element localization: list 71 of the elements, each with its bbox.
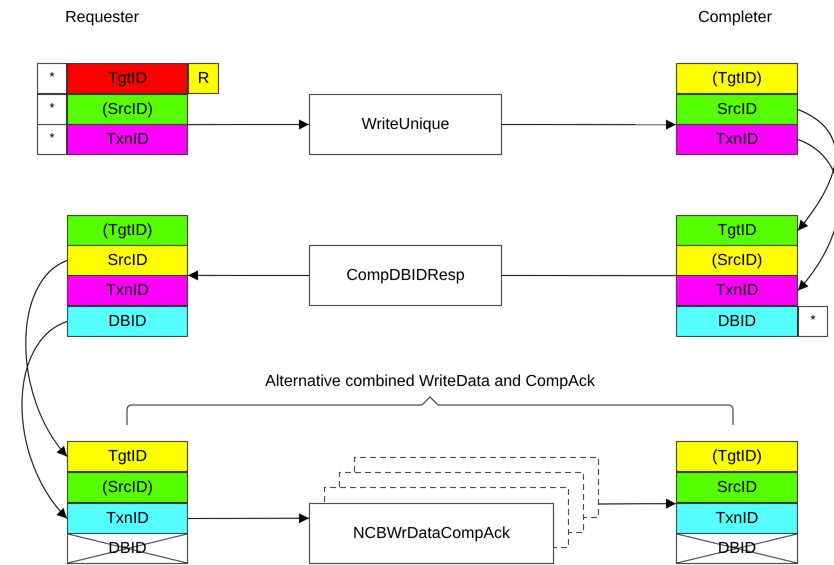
- field-name: (TgtID): [102, 222, 152, 238]
- dashed-message-box: [354, 457, 599, 518]
- flag-cell: [37, 63, 67, 94]
- field-name: DBID: [108, 314, 147, 330]
- field-name: SrcID: [717, 480, 757, 496]
- field-name: TgtID: [108, 70, 148, 86]
- field-name: TgtID: [717, 222, 757, 238]
- field-cell: [67, 441, 188, 472]
- bracket-label: Alternative combined WriteData and CompAck: [265, 373, 595, 391]
- curved-arrow: [25, 260, 68, 457]
- field-name: TxnID: [106, 510, 149, 526]
- column-heading: Requester: [65, 9, 139, 27]
- field-cell: [67, 306, 188, 337]
- curved-arrow: [798, 109, 834, 231]
- arrow: [502, 120, 676, 130]
- field-name: (SrcID): [102, 480, 153, 496]
- field-cell: [67, 275, 188, 306]
- message-box: [309, 503, 554, 564]
- field-cell: [676, 94, 798, 125]
- curved-arrow: [798, 139, 834, 291]
- field-name: TxnID: [106, 132, 149, 148]
- field-cell: [67, 63, 188, 94]
- field-name: DBID: [718, 314, 756, 330]
- asterisk-mark: *: [49, 70, 55, 83]
- field-cell: [67, 503, 188, 534]
- field-name: TxnID: [716, 282, 758, 298]
- flag-cell: [798, 306, 828, 337]
- field-name: WriteUnique: [362, 116, 450, 132]
- field-cell: [676, 306, 798, 337]
- field-cell: [676, 472, 798, 503]
- field-name: TxnID: [106, 282, 149, 298]
- message-box: [309, 94, 502, 155]
- field-name: NCBWrDataCompAck: [352, 526, 510, 542]
- field-name: SrcID: [717, 102, 757, 118]
- field-cell: [676, 63, 798, 94]
- asterisk-mark: *: [810, 313, 816, 326]
- dashed-message-box: [324, 487, 569, 548]
- field-cell: [676, 503, 798, 534]
- column-heading: Completer: [698, 9, 772, 27]
- field-name: (TgtID): [712, 70, 762, 86]
- field-cell: [676, 215, 798, 246]
- field-cell: [67, 472, 188, 503]
- field-cell: [67, 124, 188, 155]
- field-cell: [676, 124, 798, 155]
- field-name: (SrcID): [712, 252, 762, 268]
- field-name: TxnID: [716, 510, 758, 526]
- asterisk-mark: *: [49, 101, 55, 114]
- field-name: CompDBIDResp: [346, 268, 465, 284]
- flag-cell: [37, 94, 67, 125]
- arrow: [188, 120, 310, 130]
- curved-arrow: [22, 321, 68, 519]
- field-name: SrcID: [108, 252, 148, 268]
- field-name: (TgtID): [712, 448, 762, 464]
- arrow: [188, 270, 310, 280]
- flag-cell: [188, 63, 219, 94]
- message-box: [309, 245, 502, 306]
- field-cell: [67, 94, 188, 125]
- field-cell: [67, 215, 188, 246]
- field-cell: [676, 275, 798, 306]
- connector-line: [502, 275, 676, 276]
- asterisk-mark: *: [49, 131, 55, 144]
- field-cell: [676, 441, 798, 472]
- flag-cell: [37, 124, 67, 155]
- field-name: (SrcID): [102, 102, 153, 118]
- arrow: [188, 513, 310, 524]
- arrow: [598, 498, 676, 509]
- field-name: R: [198, 70, 210, 86]
- field-name: TgtID: [108, 448, 148, 464]
- field-name: TxnID: [716, 132, 758, 148]
- field-cell: [67, 245, 188, 276]
- field-cell: [676, 245, 798, 276]
